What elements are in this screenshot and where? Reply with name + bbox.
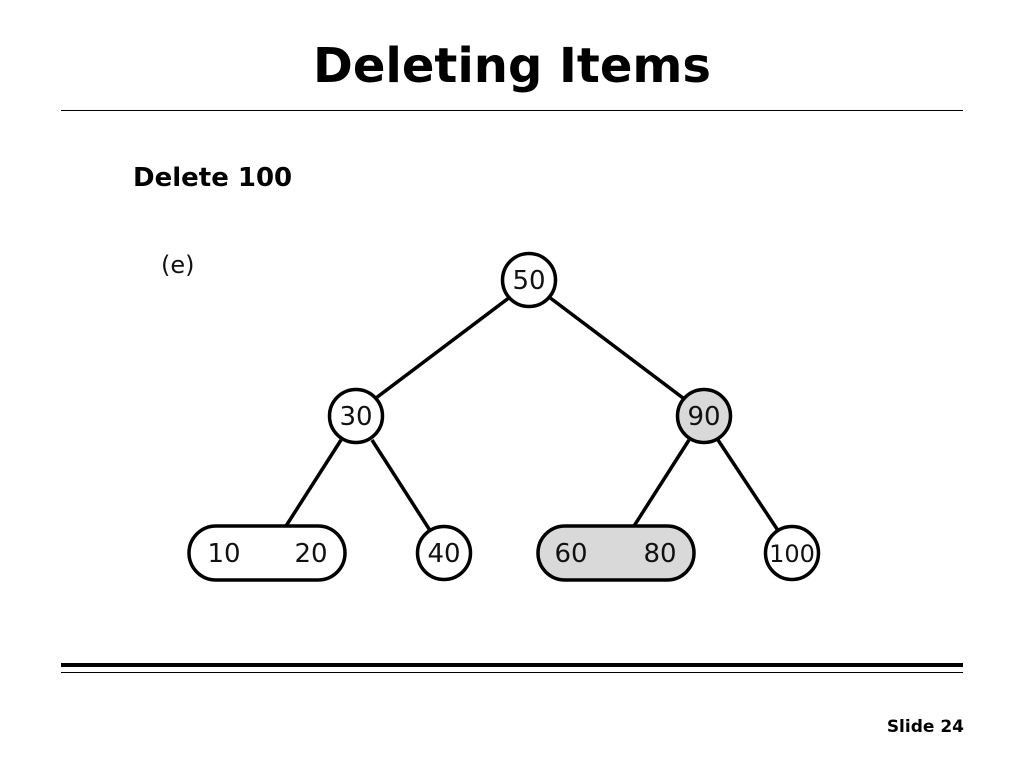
node-shape <box>763 524 821 582</box>
tree-node-root: 50 <box>500 251 558 309</box>
edge-root-right <box>547 295 685 400</box>
slide-number: Slide 24 <box>886 717 964 737</box>
edge-right-leaf3 <box>632 439 691 527</box>
node-shape <box>327 387 385 445</box>
node-key: 30 <box>339 402 372 432</box>
node-key: 60 <box>554 539 587 569</box>
node-key: 80 <box>643 539 676 569</box>
footer-divider-thick <box>61 663 963 667</box>
tree-leaf-3: 60 80 <box>536 524 696 582</box>
node-key: 20 <box>294 539 327 569</box>
panel-label: (e) <box>161 251 195 279</box>
footer-divider-thin <box>61 672 963 673</box>
edge-left-leaf1 <box>284 439 343 527</box>
title-divider <box>61 110 963 111</box>
tree-node-left: 30 <box>327 387 385 445</box>
tree-edges <box>284 295 781 533</box>
tree-leaf-2: 40 <box>415 524 473 582</box>
tree-leaf-1: 10 20 <box>187 524 347 582</box>
slide-title: Deleting Items <box>313 38 711 94</box>
node-shape <box>500 251 558 309</box>
node-shape <box>536 524 696 582</box>
edge-right-leaf4 <box>716 439 781 533</box>
edge-root-left <box>374 295 512 400</box>
node-key: 10 <box>207 539 240 569</box>
tree-leaf-4: 100 <box>763 524 821 582</box>
edge-left-leaf2 <box>370 439 433 533</box>
node-shape <box>675 387 733 445</box>
node-key: 40 <box>427 539 460 569</box>
tree-node-right: 90 <box>675 387 733 445</box>
node-shape <box>187 524 347 582</box>
node-key: 100 <box>769 540 815 568</box>
slide-subtitle: Delete 100 <box>133 163 293 193</box>
node-key: 50 <box>512 266 545 296</box>
node-key: 90 <box>687 402 720 432</box>
node-shape <box>415 524 473 582</box>
